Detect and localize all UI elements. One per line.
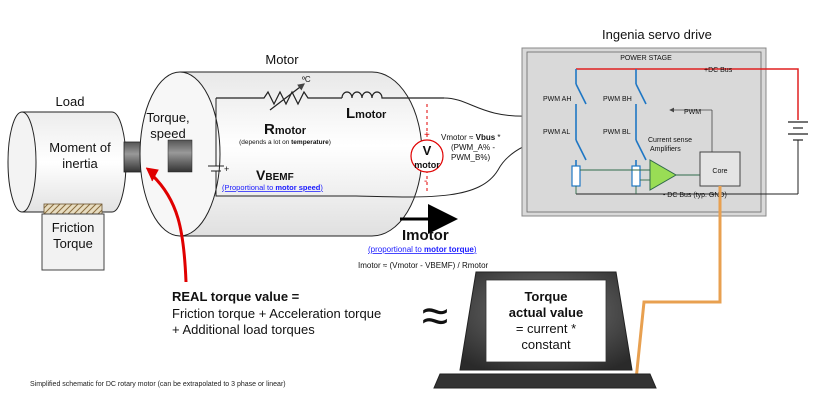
shunt-wires: [575, 169, 650, 194]
friction-box: [41, 213, 105, 271]
drive-panel: [521, 47, 767, 217]
torque-actual-line3: = current *: [516, 321, 576, 336]
pwm-al-label: PWM AL: [543, 129, 570, 136]
temperature-unit: ºC: [302, 75, 311, 84]
motor-internal-wire: [208, 98, 356, 197]
dc-bus-minus-label: - DC Bus (typ. GND): [663, 192, 727, 199]
imotor-note: (proportional to motor torque): [368, 245, 477, 254]
friction-torque-label: Friction: [52, 220, 95, 235]
rmotor-resistor-icon: [216, 83, 342, 111]
torque-speed-label: Torque,: [146, 110, 189, 125]
vmotor-formula-2: (PWM_A% -: [451, 143, 495, 152]
vmotor-formula-3: PWM_B%): [451, 153, 490, 162]
half-bridge-a: [575, 69, 587, 166]
vmotor-minus: -: [424, 176, 427, 187]
core-label: Core: [712, 168, 727, 175]
vbemf-note: (Proportional to motor speed): [222, 183, 323, 192]
real-torque-line3: + Additional load torques: [172, 322, 315, 337]
shunt-b-icon: [631, 165, 641, 187]
footnote: Simplified schematic for DC rotary motor…: [30, 381, 286, 388]
friction-pad: [43, 203, 103, 215]
rmotor-label: Rmotor: [264, 121, 307, 138]
torque-actual-line4: constant: [521, 337, 571, 352]
load-title: Load: [56, 94, 85, 109]
current-sense-label: Current sense: [648, 137, 692, 144]
vbemf-label: VBEMF: [256, 167, 294, 183]
lmotor-inductor-icon: [341, 91, 444, 99]
friction-torque-label-2: Torque: [53, 236, 93, 251]
half-bridge-b: [635, 69, 647, 166]
torque-actual-line1: Torque: [524, 289, 567, 304]
imotor-label: Imotor: [402, 227, 449, 244]
vmotor-symbol: [410, 139, 444, 173]
shunt-a-icon: [571, 165, 581, 187]
pwm-ah-label: PWM AH: [543, 96, 571, 103]
moment-of-inertia-label: Moment of: [49, 140, 111, 155]
dc-bus-plus-label: +DC Bus: [704, 67, 733, 74]
pwm-bh-label: PWM BH: [603, 96, 632, 103]
motor-cylinder: [139, 71, 423, 237]
torque-actual-line2: actual value: [509, 305, 583, 320]
real-torque-title: REAL torque value =: [172, 289, 300, 304]
real-torque-line2: Friction torque + Acceleration torque: [172, 306, 381, 321]
motor-title: Motor: [265, 52, 299, 67]
imotor-formula: Imotor ≈ (Vmotor - VBEMF) / Rmotor: [358, 261, 489, 270]
power-stage-label: POWER STAGE: [620, 55, 672, 62]
vmotor-plus: +: [424, 130, 430, 141]
approx-symbol: ≈: [422, 290, 448, 343]
current-sense-label-2: Amplifiers: [650, 146, 681, 153]
monitor-icon: [433, 271, 657, 389]
moment-of-inertia-label-2: inertia: [62, 156, 98, 171]
vmotor-sub: motor: [414, 160, 440, 170]
current-sense-amplifier-icon: [649, 159, 678, 191]
battery-icon: [788, 121, 808, 194]
power-stage-box: [526, 51, 762, 213]
pwm-bl-label: PWM BL: [603, 129, 631, 136]
rmotor-note: (depends a lot on temperature): [239, 139, 331, 146]
orange-communication-cable: [634, 186, 722, 381]
vmotor-v: V: [423, 143, 432, 158]
real-torque-red-arrow: [145, 167, 188, 283]
lmotor-label: Lmotor: [346, 105, 387, 122]
dc-bus-plus-wire: [576, 68, 799, 120]
torque-speed-label-2: speed: [150, 126, 185, 141]
vmotor-formula-1: Vmotor ≈ Vbus *: [441, 133, 501, 142]
load-cylinder: [7, 111, 127, 213]
drive-title: Ingenia servo drive: [602, 27, 712, 42]
bemf-plus: +: [224, 164, 229, 174]
pwm-label: PWM: [684, 109, 701, 116]
